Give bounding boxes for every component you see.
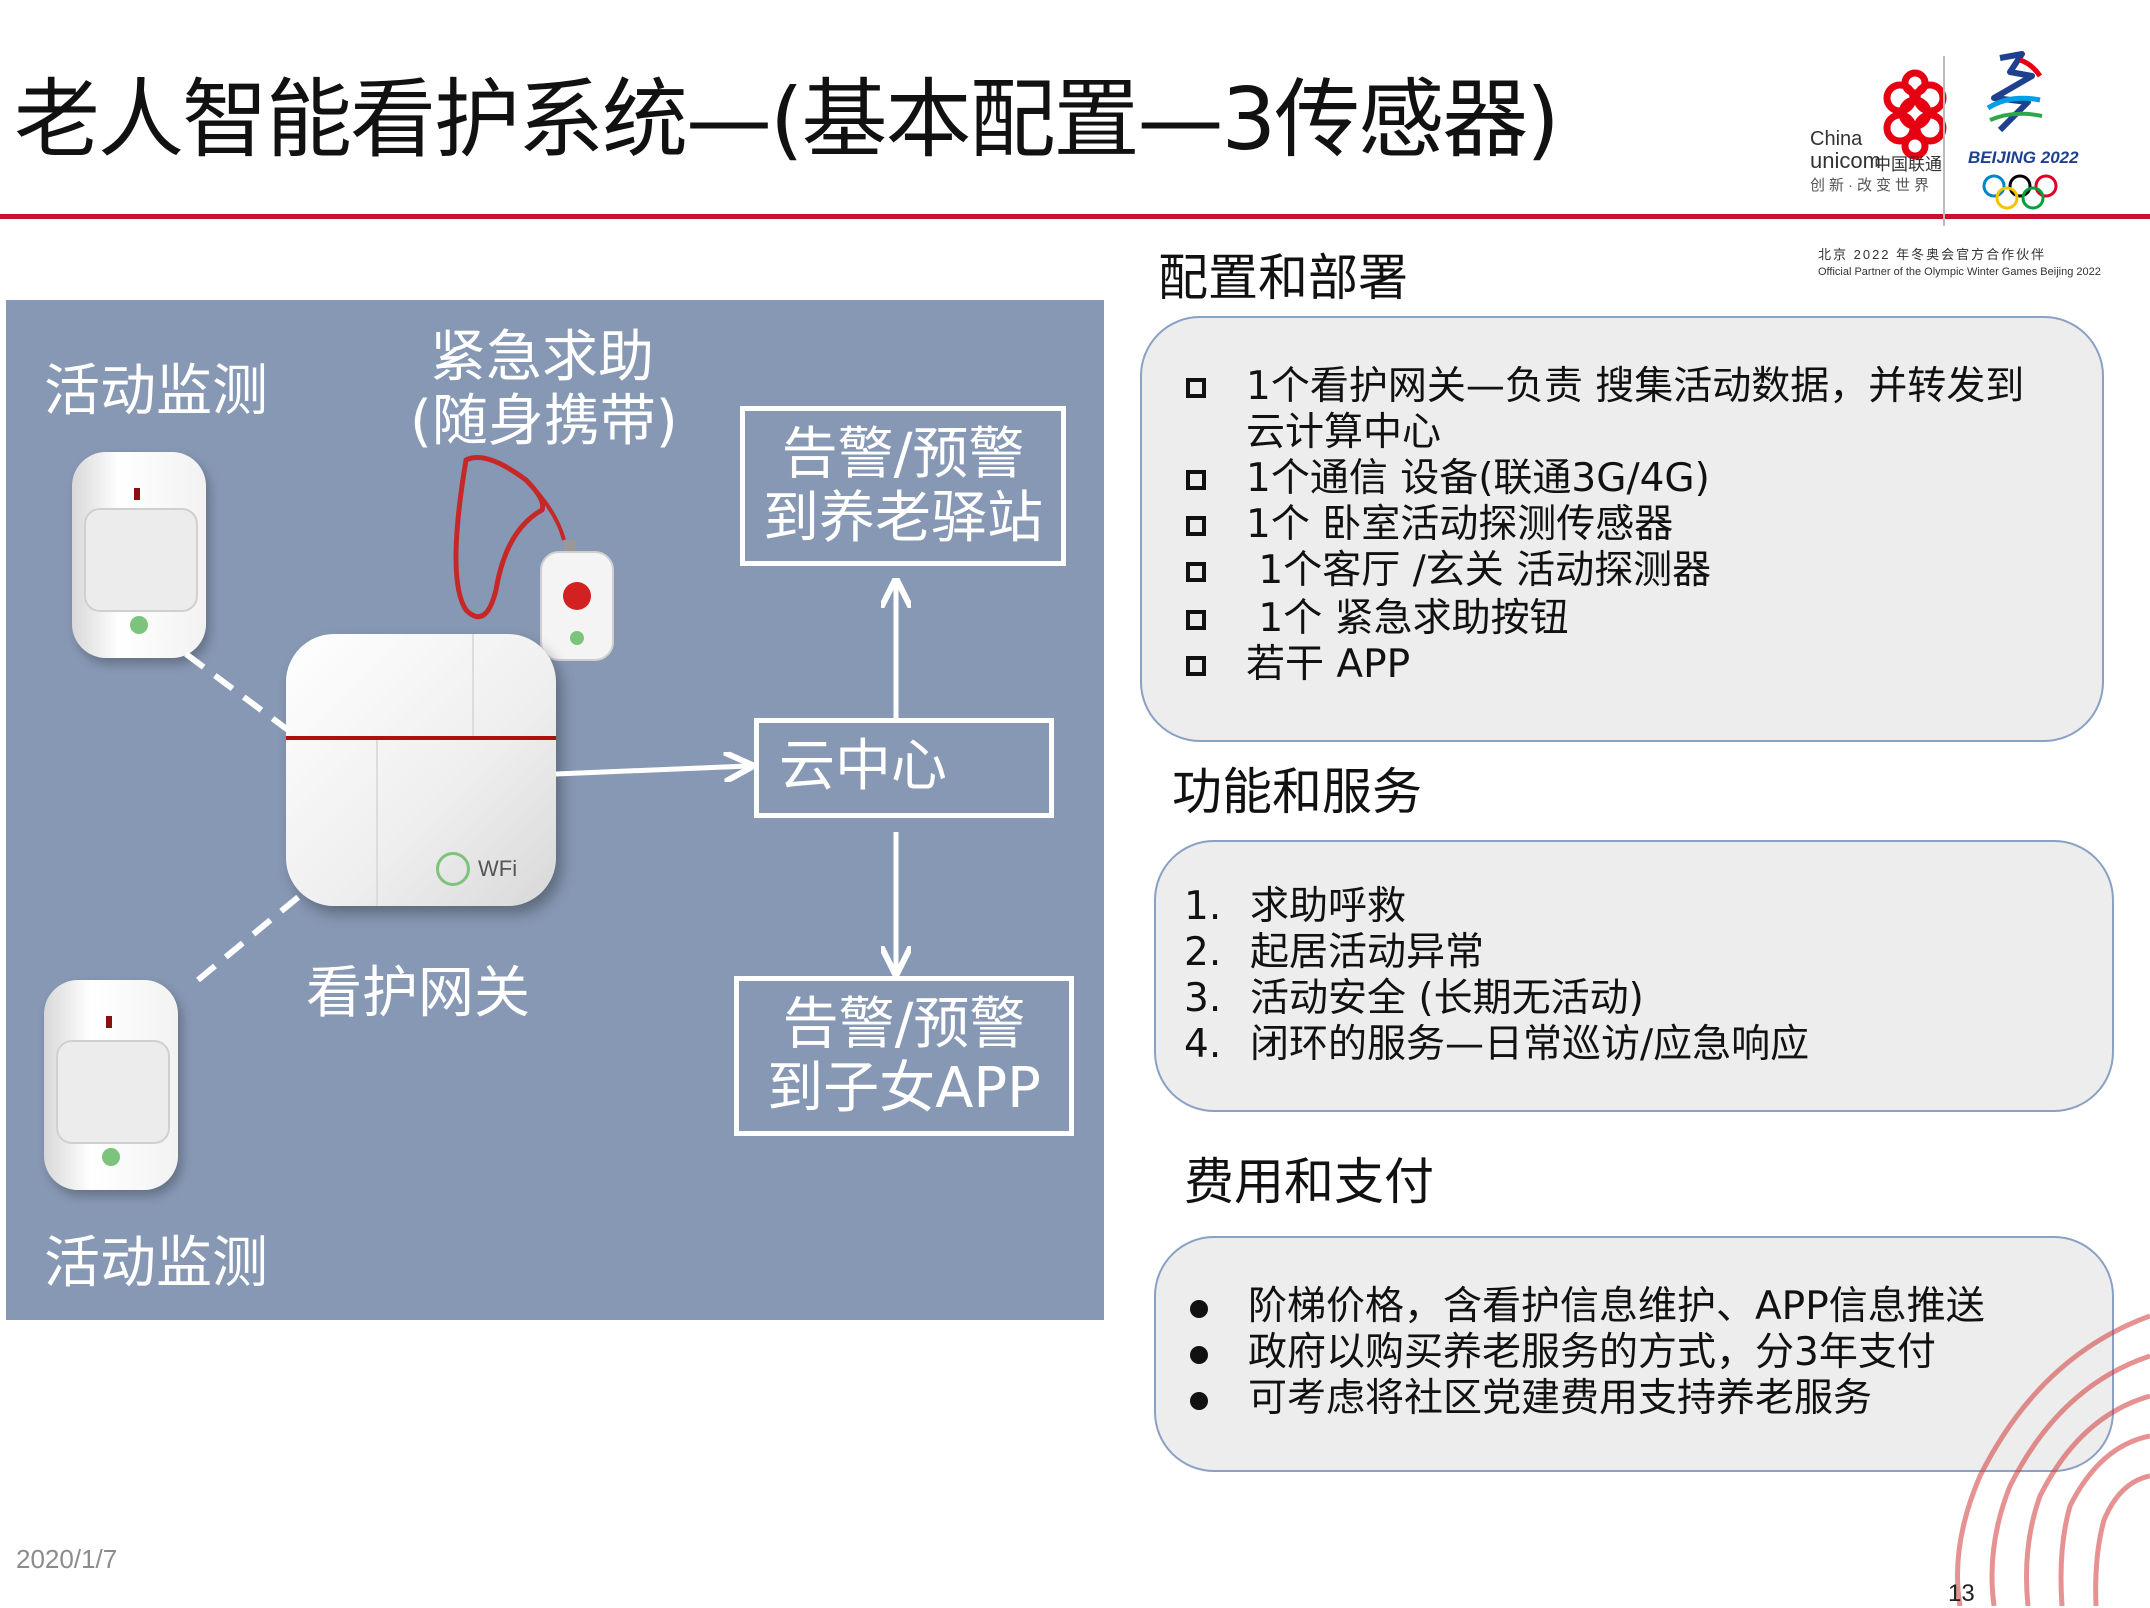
logo-divider [1943,56,1945,226]
label-emergency-line1: 紧急求助 [430,325,654,390]
checkbox-bullet [1186,378,1206,398]
checkbox-bullet [1186,562,1206,582]
motion-sensor-bottom [44,980,178,1190]
bullet-dot [1190,1300,1208,1318]
slide-title: 老人智能看护系统—(基本配置—3传感器) [14,70,1560,170]
box-station-alert: 告警/预警 到养老驿站 [740,406,1066,566]
diagram-connectors [184,300,1104,983]
service-item-2: 起居活动异常 [1250,930,1485,975]
payment-item-2: 政府以购买养老服务的方式，分3年支付 [1248,1330,1936,1375]
label-gateway: 看护网关 [306,961,530,1026]
brand-leaf-icon [436,852,470,886]
bullet-dot [1190,1346,1208,1364]
config-item-1-line1: 1个看护网关—负责 搜集活动数据，并转发到 [1246,364,2025,409]
beijing-2022-emblem-icon [1986,51,2043,133]
wifi-badge: WFi [478,856,518,881]
checkbox-bullet [1186,656,1206,676]
bullet-dot [1190,1392,1208,1410]
unicom-china-text: China [1810,128,1863,150]
footer-date: 2020/1/7 [16,1544,118,1574]
decorative-corner-pattern [1955,1313,2150,1606]
service-num-4: 4. [1184,1022,1222,1067]
payment-item-3: 可考虑将社区党建费用支持养老服务 [1248,1376,1873,1421]
config-heading: 配置和部署 [1158,249,1408,307]
services-box: 1. 求助呼救 2. 起居活动异常 3. 活动安全 (长期无活动) 4. 闭环的… [1154,840,2114,1112]
payment-heading: 费用和支付 [1184,1153,1434,1211]
label-activity-bottom: 活动监测 [44,1231,268,1296]
config-box: 1个看护网关—负责 搜集活动数据，并转发到 云计算中心 1个通信 设备(联通3G… [1140,316,2104,742]
box-app-line1: 告警/预警 [782,992,1026,1057]
system-diagram: 活动监测 紧急求助 (随身携带) 看护网关 活动监测 WFi [6,300,1104,1320]
checkbox-bullet [1186,516,1206,536]
checkbox-bullet [1186,610,1206,630]
checkbox-bullet [1186,470,1206,490]
box-station-line1: 告警/预警 [781,422,1025,487]
service-num-2: 2. [1184,930,1222,975]
box-app-line2: 到子女APP [767,1056,1041,1121]
payment-box: 阶梯价格，含看护信息维护、APP信息推送 政府以购买养老服务的方式，分3年支付 … [1154,1236,2114,1472]
service-item-1: 求助呼救 [1250,884,1407,929]
config-item-1-line2: 云计算中心 [1246,410,1442,455]
payment-item-1: 阶梯价格，含看护信息维护、APP信息推送 [1248,1284,1985,1329]
label-emergency-line2: (随身携带) [410,389,678,454]
unicom-en-text: unicom [1810,148,1881,173]
config-item-6: 若干 APP [1246,642,1411,687]
brand-leaf-icon [130,616,148,634]
brand-leaf-icon [102,1148,120,1166]
unicom-slogan: 创新·改变世界 [1810,177,1933,194]
partner-cn-text: 北京 2022 年冬奥会官方合作伙伴 [1818,247,2047,262]
config-item-4: 1个客厅 /玄关 活动探测器 [1246,548,1712,593]
service-item-3: 活动安全 (长期无活动) [1250,976,1644,1021]
beijing-2022-text: BEIJING 2022 [1968,148,2079,167]
partner-en-text: Official Partner of the Olympic Winter G… [1818,266,2101,278]
service-item-4: 闭环的服务—日常巡访/应急响应 [1250,1022,1810,1067]
page-number: 13 [1948,1580,1975,1607]
title-rule [0,214,2150,219]
emergency-pendant-icon [453,455,614,661]
config-item-5: 1个 紧急求助按钮 [1246,596,1569,641]
box-cloud-center: 云中心 [754,718,1054,818]
config-item-3: 1个 卧室活动探测传感器 [1246,502,1674,547]
config-item-2: 1个通信 设备(联通3G/4G) [1246,456,1710,501]
label-activity-top: 活动监测 [44,359,268,424]
unicom-cn-text: 中国联通 [1874,155,1942,174]
service-num-1: 1. [1184,884,1222,929]
service-num-3: 3. [1184,976,1222,1021]
box-app-alert: 告警/预警 到子女APP [734,976,1074,1136]
services-heading: 功能和服务 [1172,763,1422,821]
logo-area: China unicom 中国联通 创新·改变世界 BEIJING 2022 北… [1800,50,2140,290]
gateway-device: WFi [286,634,556,906]
box-station-line2: 到养老驿站 [763,486,1043,551]
olympic-rings-icon [1982,174,2058,210]
motion-sensor-top [72,452,206,658]
